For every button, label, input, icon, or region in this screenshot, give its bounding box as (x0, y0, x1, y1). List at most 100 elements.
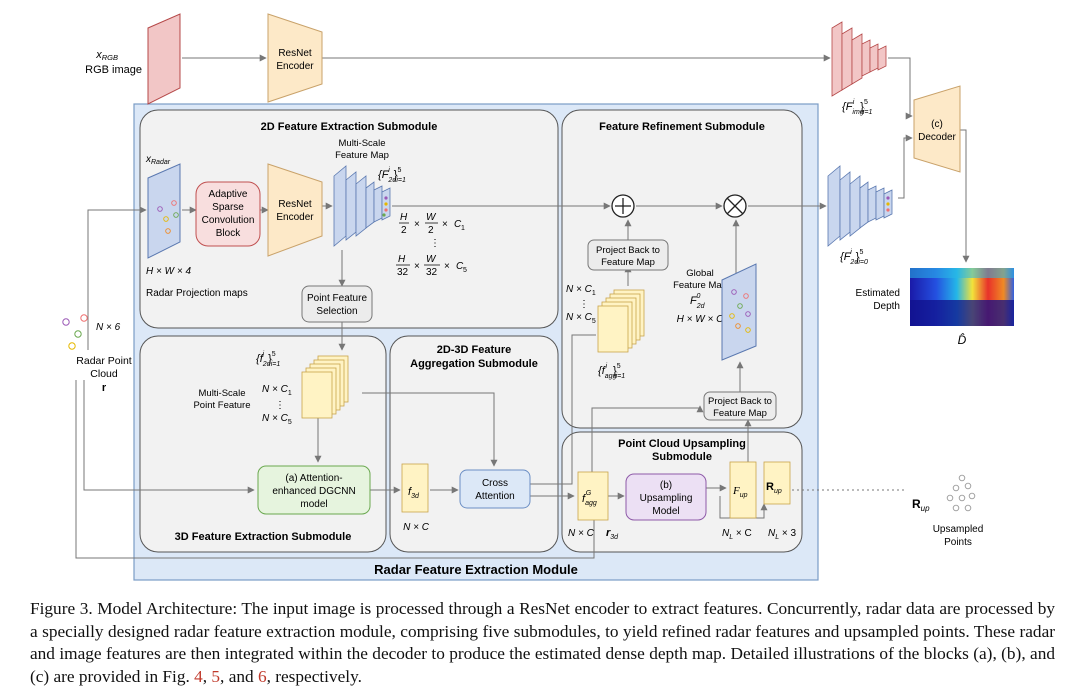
svg-text:×: × (444, 261, 450, 272)
multi-scale-fm-label-1: Multi-Scale (339, 138, 386, 149)
rgb-image-plane (147, 13, 181, 105)
point-cloud-dims: N × 6 (96, 322, 121, 333)
agg-nc1-label: N × C1 (566, 284, 596, 297)
nl-3-label: NL × 3 (768, 528, 797, 541)
r-up-feature (763, 461, 791, 505)
svg-text:1: 1 (461, 225, 465, 232)
nc-dots: ⋮ (275, 400, 285, 411)
f3d-label: f3d (408, 486, 420, 500)
f-up-label: Fup (732, 485, 748, 499)
svg-text:2: 2 (401, 225, 407, 236)
svg-text:5: 5 (463, 267, 467, 274)
resnet-mid-label-2: Encoder (276, 212, 314, 223)
submodule-aggregation-title-1: 2D-3D Feature (437, 344, 512, 356)
r3d-label: r3d (606, 527, 619, 541)
point-cloud-symbol: r (102, 382, 107, 394)
rgb-image-label: RGB image (85, 64, 142, 76)
adaptive-sparse-conv-block (195, 181, 261, 247)
submodule-aggregation-title-2: Aggregation Submodule (410, 358, 538, 370)
cross-attention-block (459, 469, 531, 509)
rgb-symbol: xRGB (95, 49, 118, 62)
global-fm-label-2: Feature Map (673, 280, 727, 291)
multi-scale-point-feature-stack (301, 355, 349, 419)
adaptive-label-4: Block (216, 228, 241, 239)
dgcnn-label-3: model (300, 499, 327, 510)
f-agg-g-label: faggG (582, 490, 597, 507)
estimated-depth-label-2: Depth (873, 301, 900, 312)
point-cloud-label-2: Cloud (90, 368, 118, 380)
svg-text:2: 2 (428, 225, 434, 236)
nl-c-label: NL × C (722, 528, 752, 541)
submodule-2d-title: 2D Feature Extraction Submodule (261, 121, 438, 133)
adaptive-label-2: Sparse (212, 202, 244, 213)
fig-ref-6[interactable]: 6 (257, 666, 267, 686)
upsampling-label-3: Model (652, 506, 679, 517)
agg-nc5-label: N × C5 (566, 312, 596, 325)
upsampled-label-2: Points (944, 537, 972, 548)
svg-text:H: H (400, 212, 408, 223)
figure-caption: Figure 3. Model Architecture: The input … (30, 599, 1055, 686)
svg-text:H: H (398, 254, 406, 265)
refined-feature-stack (827, 165, 893, 247)
msp-label-1: Multi-Scale (199, 388, 246, 399)
svg-text:W: W (426, 212, 437, 223)
resnet-top-label-2: Encoder (276, 61, 314, 72)
point-sel-label-2: Selection (316, 306, 357, 317)
point-cloud-label-1: Radar Point (76, 355, 132, 367)
submodule-3d-title: 3D Feature Extraction Submodule (175, 531, 352, 543)
resnet-encoder-top (267, 13, 323, 103)
cross-att-label-1: Cross (482, 478, 508, 489)
submodule-3d-extraction (139, 335, 387, 553)
f3d-feature (401, 463, 429, 513)
svg-text:W: W (426, 254, 437, 265)
svg-text:×: × (414, 261, 420, 272)
r-up-label: Rup (766, 481, 782, 495)
upsampled-label-1: Upsampled (933, 524, 984, 535)
svg-text:C: C (456, 261, 464, 272)
decoder-label-2: Decoder (918, 132, 956, 143)
upsampling-label-1: (b) (660, 480, 672, 491)
multi-scale-feature-map-stack (333, 165, 391, 247)
r-up-right-label: Rup (912, 497, 930, 513)
agg-nc-dots: ⋮ (579, 299, 589, 310)
fig-ref-5[interactable]: 5 (211, 666, 221, 686)
proj-back-bot-label-2: Feature Map (713, 408, 767, 419)
point-sel-label-1: Point Feature (307, 293, 367, 304)
resnet-encoder-mid (267, 163, 323, 257)
resnet-mid-label-1: ResNet (278, 199, 312, 210)
global-feature-map-plane (721, 263, 757, 361)
proj-back-top-label-2: Feature Map (601, 257, 655, 268)
submodule-upsampling-title-1: Point Cloud Upsampling (618, 438, 746, 450)
dgcnn-label-1: (a) Attention- (285, 473, 342, 484)
svg-text:32: 32 (426, 267, 438, 278)
project-back-top (587, 239, 669, 271)
image-feature-stack (831, 21, 887, 97)
f-agg-g-feature (577, 471, 609, 521)
global-dims: H × W × C (677, 314, 724, 325)
proj-back-bot-label-1: Project Back to (708, 396, 772, 407)
fig-ref-4[interactable]: 4 (194, 666, 203, 686)
decoder-block (913, 85, 961, 173)
upsampling-label-2: Upsampling (640, 493, 693, 504)
cross-att-label-2: Attention (475, 491, 514, 502)
resnet-top-label-1: ResNet (278, 48, 312, 59)
aggregated-feature-stack (597, 289, 645, 353)
radar-dims: H × W × 4 (146, 266, 191, 277)
upsampling-model-block (625, 473, 707, 521)
radar-projection-label: Radar Projection maps (146, 288, 248, 299)
radar-symbol: xRadar (145, 154, 171, 166)
point-feature-selection (301, 285, 373, 323)
nc5-label: N × C5 (262, 413, 292, 426)
adaptive-label-1: Adaptive (209, 189, 248, 200)
submodule-upsampling-title-2: Submodule (652, 451, 712, 463)
svg-text:⋮: ⋮ (430, 238, 440, 249)
f-up-feature (729, 461, 757, 519)
d-hat-symbol: D̂ (958, 332, 967, 347)
estimated-depth-label-1: Estimated (856, 288, 900, 299)
upsampled-points-cloud (946, 474, 976, 512)
msp-label-2: Point Feature (193, 400, 250, 411)
dgcnn-label-2: enhanced DGCNN (272, 486, 355, 497)
